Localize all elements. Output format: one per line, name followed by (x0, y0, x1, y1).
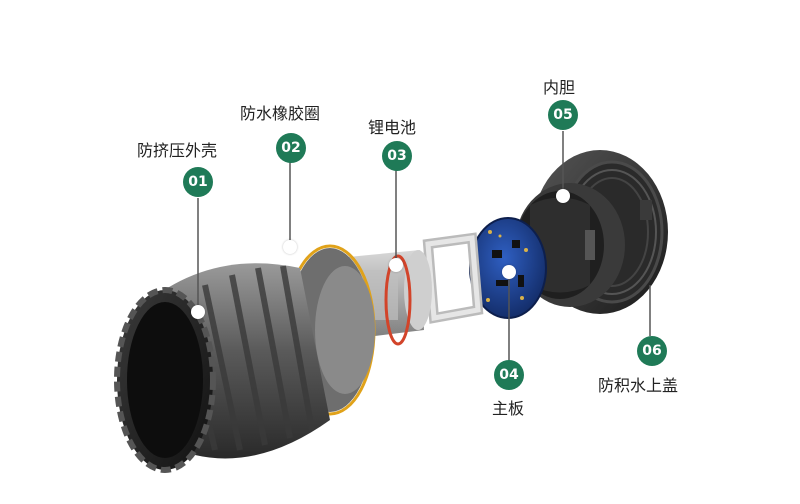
part-label-06: 防积水上盖 (598, 376, 679, 395)
callout-dot-03 (389, 258, 403, 272)
part-number-badge-02: 02 (276, 133, 306, 163)
outer-shell-part (114, 263, 330, 473)
part-label-04: 主板 (492, 399, 525, 418)
part-label-05: 内胆 (543, 78, 576, 97)
callout-dot-01 (191, 305, 205, 319)
part-label-03: 锂电池 (368, 118, 417, 137)
part-label-01: 防挤压外壳 (137, 141, 218, 160)
bracket-frame (422, 232, 484, 324)
part-number-badge-06: 06 (637, 336, 667, 366)
part-number-badge-04: 04 (494, 360, 524, 390)
part-number-badge-01: 01 (183, 167, 213, 197)
leader-lines (197, 131, 651, 362)
callout-dot-05 (556, 189, 570, 203)
callout-dot-04 (502, 265, 516, 279)
part-number-badge-03: 03 (382, 141, 412, 171)
callout-dot-02 (283, 240, 297, 254)
part-label-02: 防水橡胶圈 (240, 104, 321, 123)
part-number-badge-05: 05 (548, 100, 578, 130)
